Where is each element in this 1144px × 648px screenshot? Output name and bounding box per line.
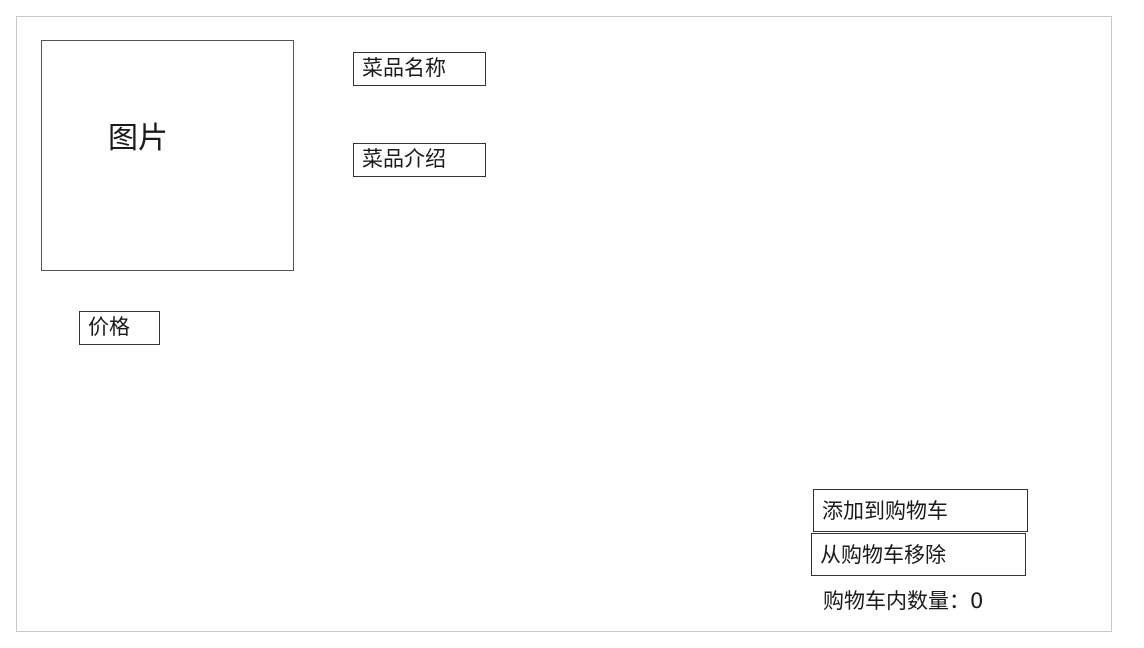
cart-count-label: 购物车内数量： (823, 589, 970, 613)
dish-card (16, 16, 1112, 632)
cart-count-value: 0 (970, 589, 984, 613)
dish-image-placeholder: 图片 (41, 40, 294, 271)
dish-description: 菜品介绍 (353, 143, 486, 177)
remove-from-cart-button[interactable]: 从购物车移除 (811, 533, 1026, 576)
image-placeholder-label: 图片 (108, 121, 168, 156)
dish-price: 价格 (79, 311, 160, 345)
dish-name: 菜品名称 (353, 52, 486, 86)
cart-count: 购物车内数量：0 (823, 586, 983, 616)
add-to-cart-button[interactable]: 添加到购物车 (813, 489, 1028, 532)
